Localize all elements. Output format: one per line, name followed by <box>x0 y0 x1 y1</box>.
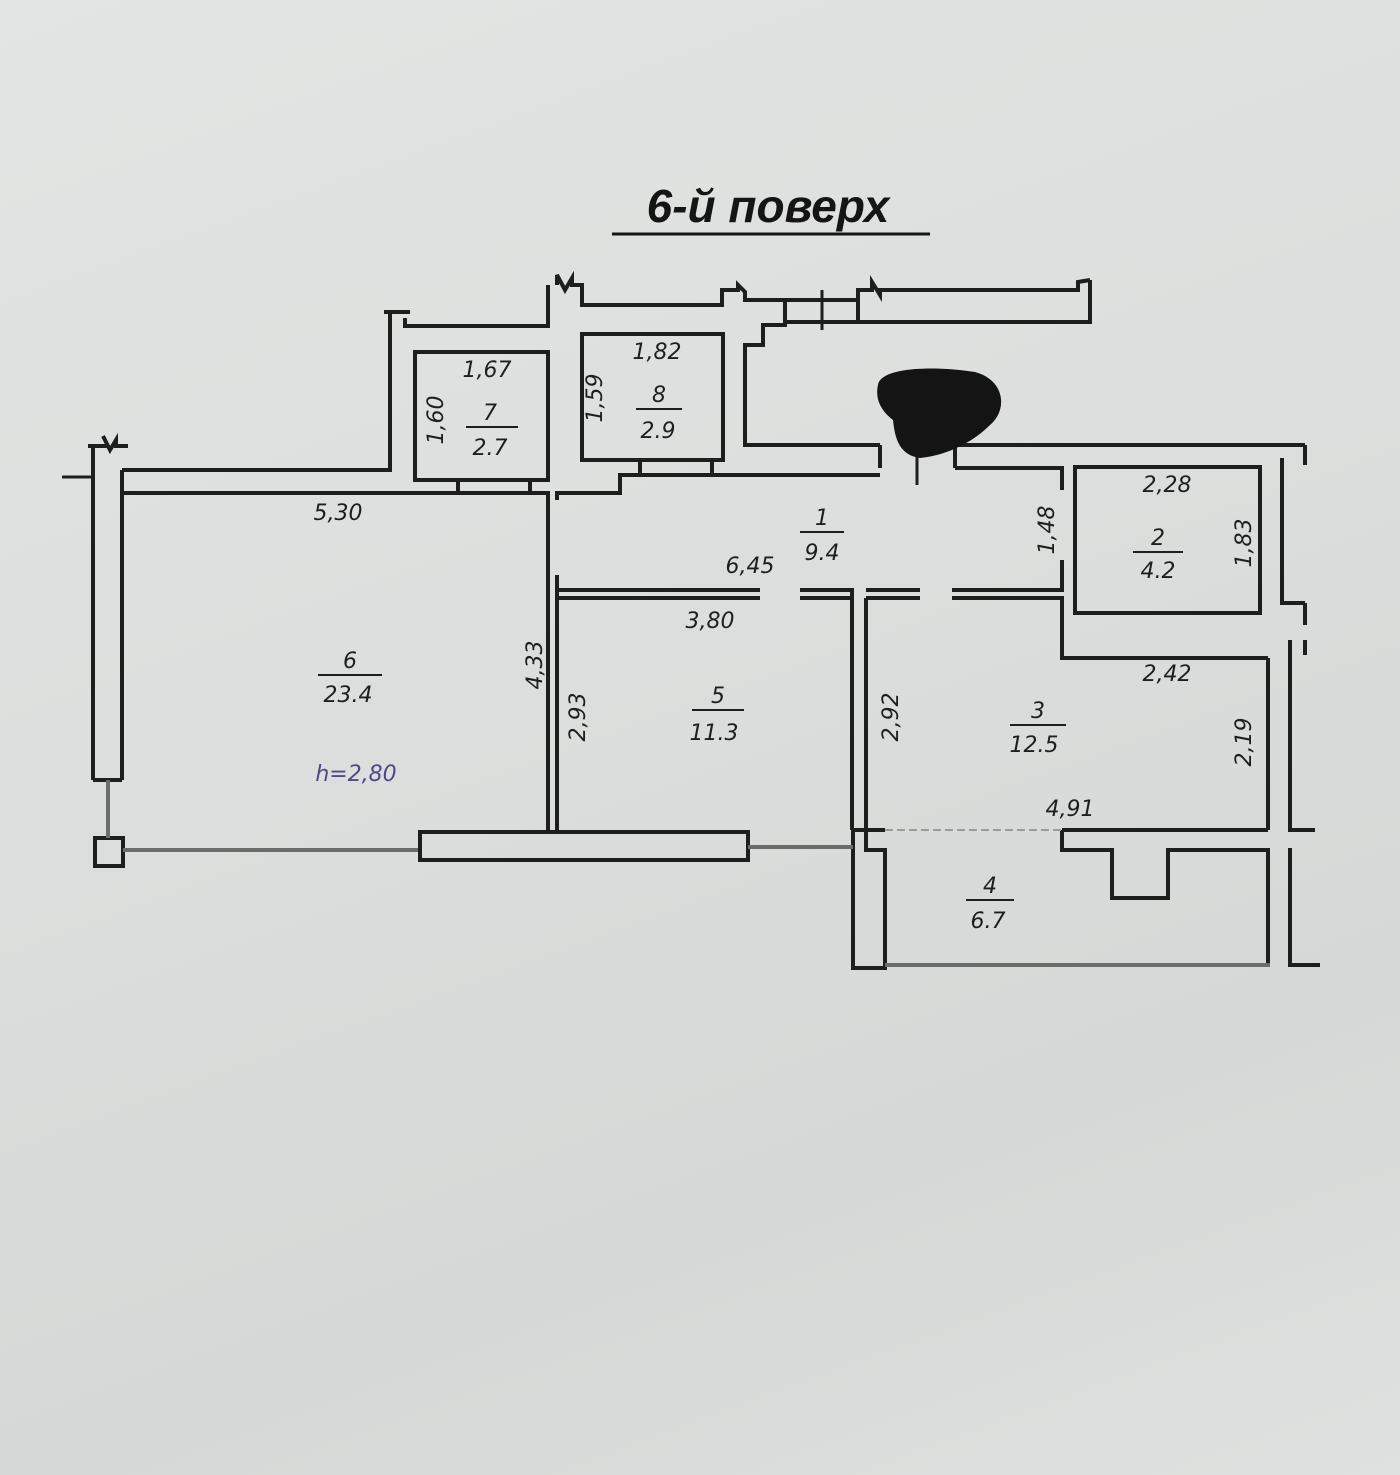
svg-text:1: 1 <box>815 506 829 531</box>
svg-text:1,83: 1,83 <box>1232 519 1257 568</box>
svg-text:1,60: 1,60 <box>424 396 449 445</box>
svg-text:2,42: 2,42 <box>1143 662 1192 687</box>
dimension-labels: 1,67 1,60 1,82 1,59 5,30 4,33 6,45 1,48 … <box>314 340 1257 822</box>
room-7-walls <box>413 350 550 482</box>
svg-text:8: 8 <box>652 383 666 408</box>
balcony-parapet <box>418 830 750 862</box>
svg-text:11.3: 11.3 <box>690 721 739 746</box>
room-1-label: 19.4 <box>800 506 844 566</box>
svg-text:4,33: 4,33 <box>523 641 548 690</box>
room-labels: 19.4 24.2 312.5 46.7 511.3 623.4 72.7 82… <box>318 383 1183 934</box>
svg-text:1,67: 1,67 <box>463 358 512 383</box>
svg-text:2.9: 2.9 <box>641 419 676 444</box>
svg-text:23.4: 23.4 <box>324 683 373 708</box>
svg-text:1,48: 1,48 <box>1035 506 1060 555</box>
plan-title: 6-й поверх <box>647 180 892 232</box>
room-8-label: 82.9 <box>636 383 682 444</box>
svg-text:4,91: 4,91 <box>1046 797 1095 822</box>
svg-text:3,80: 3,80 <box>686 609 735 634</box>
room-7-label: 72.7 <box>466 401 518 461</box>
walls <box>62 270 1320 970</box>
svg-text:2,28: 2,28 <box>1143 473 1192 498</box>
svg-text:6: 6 <box>343 649 357 674</box>
break-mark <box>88 432 128 455</box>
svg-text:1,59: 1,59 <box>583 374 608 423</box>
svg-text:2,92: 2,92 <box>879 693 904 742</box>
redaction-blot <box>877 368 1002 458</box>
room-5-label: 511.3 <box>690 684 744 746</box>
svg-text:9.4: 9.4 <box>805 541 840 566</box>
room-4-label: 46.7 <box>966 874 1014 934</box>
svg-text:7: 7 <box>483 401 497 426</box>
svg-text:12.5: 12.5 <box>1010 733 1059 758</box>
svg-text:5,30: 5,30 <box>314 501 363 526</box>
svg-text:5: 5 <box>711 684 725 709</box>
ceiling-height-note: h=2,80 <box>315 762 396 787</box>
svg-text:2.7: 2.7 <box>473 436 508 461</box>
svg-text:4.2: 4.2 <box>1141 559 1176 584</box>
svg-text:2,93: 2,93 <box>566 693 591 742</box>
svg-text:1,82: 1,82 <box>633 340 682 365</box>
svg-text:6,45: 6,45 <box>726 554 775 579</box>
svg-text:6.7: 6.7 <box>971 909 1006 934</box>
svg-text:2,19: 2,19 <box>1232 718 1257 767</box>
room-8-walls <box>580 332 725 462</box>
room-3-label: 312.5 <box>1010 699 1066 758</box>
room-2-label: 24.2 <box>1133 526 1183 584</box>
left-wall <box>91 445 124 782</box>
svg-text:2: 2 <box>1151 526 1165 551</box>
svg-text:3: 3 <box>1031 699 1045 724</box>
room-2-walls <box>1073 465 1262 615</box>
room-6-label: 623.4 <box>318 649 382 708</box>
svg-text:4: 4 <box>983 874 997 899</box>
